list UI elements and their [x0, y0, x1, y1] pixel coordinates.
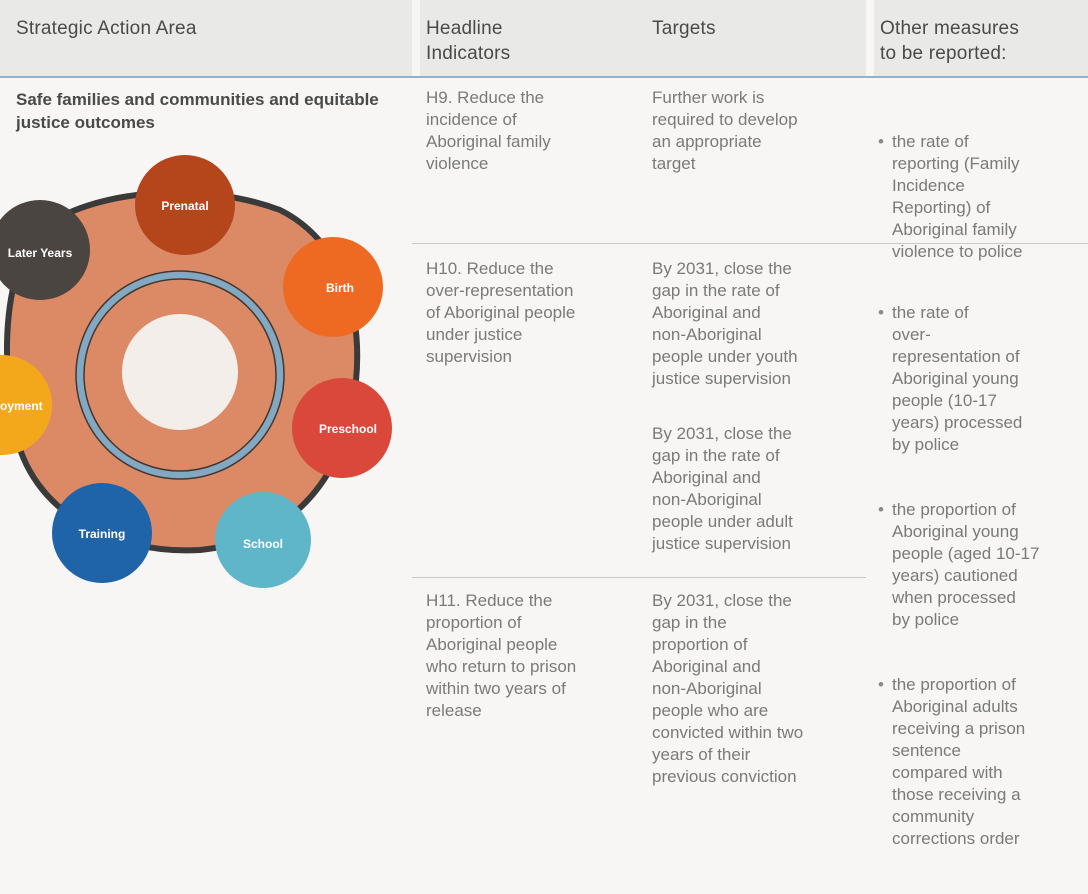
indicator-h9: H9. Reduce the incidence of Aboriginal f… — [426, 88, 551, 173]
header-strategic-action-area: Strategic Action Area — [16, 18, 197, 39]
target-h10-youth: By 2031, close the gap in the rate of Ab… — [652, 259, 798, 388]
wheel-node-label: oyment — [0, 399, 43, 413]
wheel-node-birth: Birth — [283, 237, 383, 337]
wheel-node-prenatal: Prenatal — [135, 155, 235, 255]
life-course-wheel-diagram: Prenatal Birth Preschool School Training… — [0, 155, 392, 588]
wheel-node-training: Training — [52, 483, 152, 583]
header-gap — [866, 0, 874, 76]
header-gap — [412, 0, 420, 76]
measure-item: the rate of over- representation of Abor… — [878, 302, 1086, 456]
target-h9: Further work is required to develop an a… — [652, 88, 798, 173]
wheel-node-school: School — [215, 492, 311, 588]
table-header — [0, 0, 1088, 76]
measures-column: the rate of over- representation of Abor… — [878, 258, 1086, 894]
wheel-node-employment: oyment — [0, 355, 52, 455]
wheel-node-label: Birth — [326, 281, 354, 295]
header-targets: Targets — [652, 18, 716, 39]
wheel-node-later-years: Later Years — [0, 200, 90, 300]
measure-item: the proportion of Aboriginal adults rece… — [878, 674, 1086, 850]
indicator-h11: H11. Reduce the proportion of Aboriginal… — [426, 591, 577, 720]
indicator-h10: H10. Reduce the over-representation of A… — [426, 259, 576, 366]
wheel-node-preschool: Preschool — [292, 378, 392, 478]
target-h10-adult: By 2031, close the gap in the rate of Ab… — [652, 424, 793, 553]
wheel-band-inner-outline — [83, 278, 277, 472]
header-headline-indicators: Headline Indicators — [426, 18, 511, 64]
row-divider — [412, 577, 866, 578]
header-rule — [0, 76, 1088, 78]
wheel-center — [122, 314, 238, 430]
target-h11: By 2031, close the gap in the proportion… — [652, 591, 804, 786]
wheel-node-label: Preschool — [319, 422, 377, 436]
measure-item: the proportion of Aboriginal young peopl… — [878, 499, 1086, 631]
row-divider — [412, 243, 1088, 244]
header-other-measures: Other measures to be reported: — [880, 18, 1020, 64]
wheel-node-label: School — [243, 537, 283, 551]
action-area-title: Safe families and communities and equita… — [16, 90, 379, 132]
wheel-node-label: Prenatal — [161, 199, 208, 213]
wheel-node-label: Training — [79, 527, 126, 541]
wheel-band-outline — [75, 270, 285, 480]
measures-column: the rate of reporting (Family Incidence … — [878, 87, 1086, 307]
wheel-node-label: Later Years — [8, 246, 73, 260]
wheel-band — [77, 272, 283, 478]
measure-item: the rate of reporting (Family Incidence … — [878, 131, 1086, 263]
